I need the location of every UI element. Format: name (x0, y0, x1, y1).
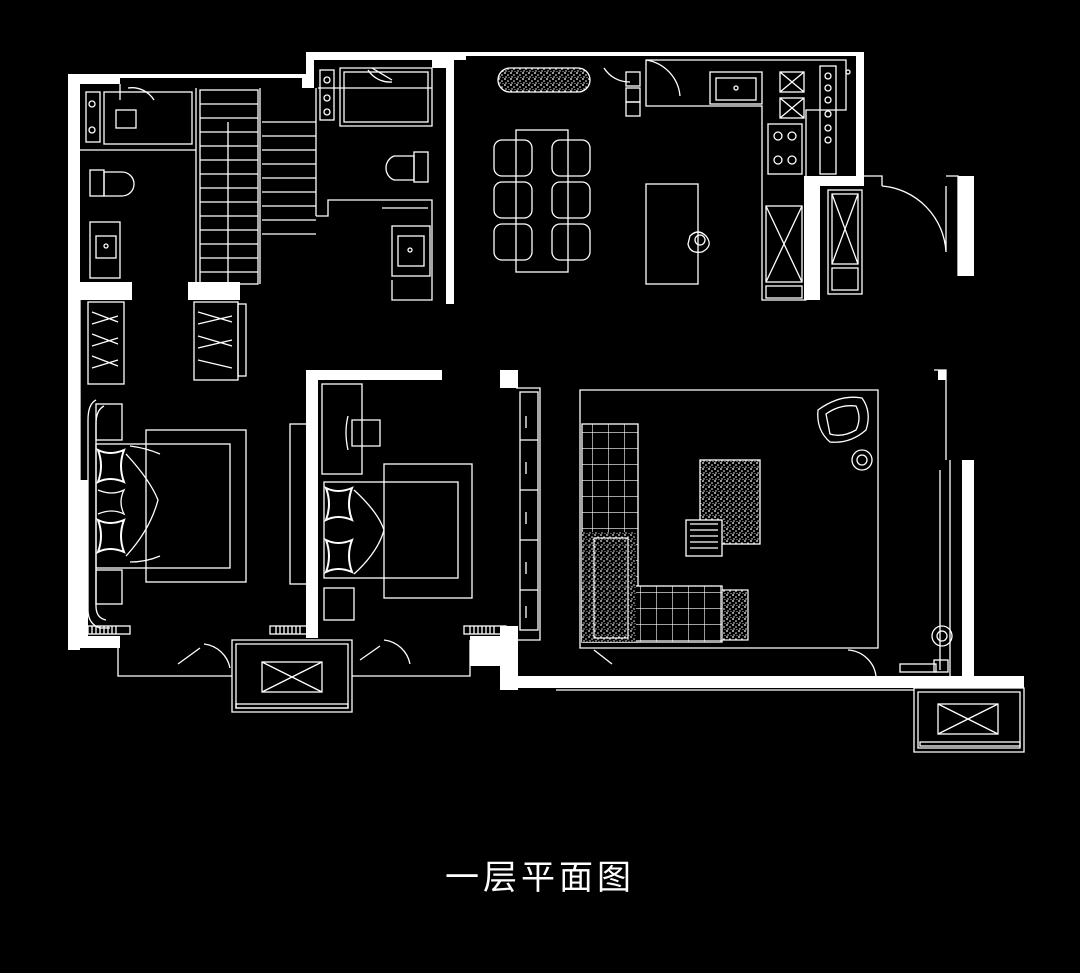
toilet-icon (89, 169, 135, 197)
toilet-icon (385, 151, 429, 183)
stool-icons (625, 71, 641, 117)
door-swing-arcs (593, 649, 877, 677)
armchair-icon (817, 396, 873, 471)
bathroom-left (85, 87, 193, 279)
double-bed-icon (323, 463, 473, 621)
bathroom-middle (319, 69, 431, 277)
stove-icon (767, 123, 803, 175)
interior-lines (79, 67, 1025, 753)
door-swing-arcs (371, 67, 631, 83)
tv-cabinet (289, 423, 311, 585)
kitchen-island (645, 183, 710, 285)
kitchen-sink-icon (709, 71, 763, 105)
kitchen-counter (645, 59, 851, 301)
door-swing-arcs (177, 643, 231, 669)
door-swing-arcs (359, 639, 411, 665)
ac-unit-icon (87, 625, 937, 673)
floor-plan-caption: 一层平面图 (445, 858, 635, 898)
wardrobe-icon (87, 301, 539, 631)
double-bed-icon (87, 399, 247, 629)
ac-unit-icon (235, 661, 1021, 747)
shower-icon (115, 109, 137, 129)
dining-table-with-chairs (493, 67, 591, 273)
staircase (199, 89, 316, 285)
door-swing-arcs (881, 185, 947, 253)
wall-shapes (68, 52, 1024, 690)
sofa-icon (581, 423, 749, 643)
fridge-icon (827, 189, 863, 295)
washbasin-icon (391, 225, 431, 277)
coffee-table-icon (685, 459, 761, 557)
desk-icon (321, 383, 381, 475)
washbasin-icon (89, 221, 121, 279)
balcony-door (931, 625, 953, 673)
